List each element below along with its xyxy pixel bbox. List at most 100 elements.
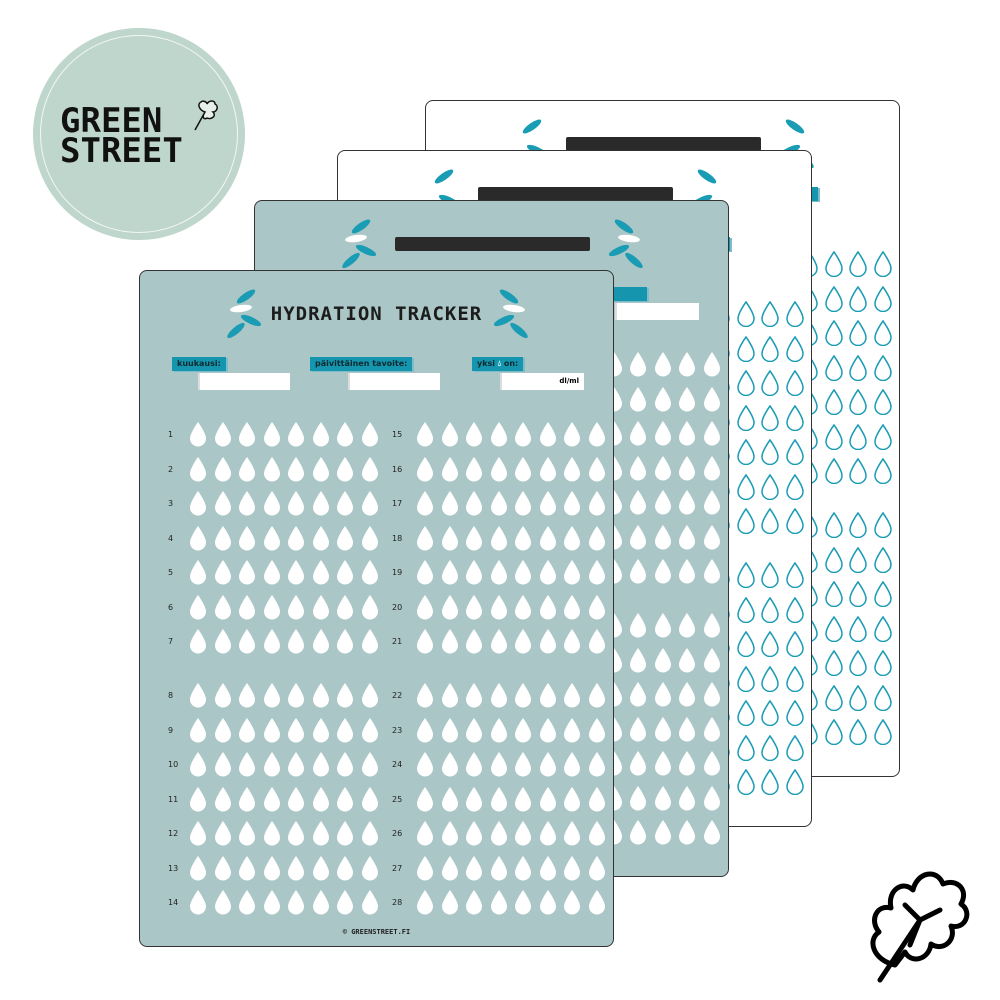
water-drop-checkbox[interactable] — [287, 786, 305, 812]
water-drop-checkbox[interactable] — [238, 889, 256, 915]
water-drop-checkbox[interactable] — [263, 490, 281, 516]
water-drop-checkbox[interactable] — [654, 524, 672, 550]
water-drop-checkbox[interactable] — [824, 458, 843, 484]
water-drop-checkbox[interactable] — [361, 525, 379, 551]
water-drop-checkbox[interactable] — [287, 421, 305, 447]
water-drop-checkbox[interactable] — [785, 439, 804, 465]
water-drop-checkbox[interactable] — [490, 682, 508, 708]
water-drop-checkbox[interactable] — [563, 559, 581, 585]
water-drop-checkbox[interactable] — [312, 855, 330, 881]
water-drop-checkbox[interactable] — [416, 786, 434, 812]
water-drop-checkbox[interactable] — [312, 490, 330, 516]
water-drop-checkbox[interactable] — [654, 420, 672, 446]
water-drop-checkbox[interactable] — [238, 628, 256, 654]
water-drop-checkbox[interactable] — [588, 594, 606, 620]
water-drop-checkbox[interactable] — [588, 421, 606, 447]
water-drop-checkbox[interactable] — [263, 889, 281, 915]
water-drop-checkbox[interactable] — [629, 785, 647, 811]
water-drop-checkbox[interactable] — [736, 508, 755, 534]
water-drop-checkbox[interactable] — [588, 855, 606, 881]
water-drop-checkbox[interactable] — [849, 650, 867, 676]
water-drop-checkbox[interactable] — [588, 456, 606, 482]
water-drop-checkbox[interactable] — [238, 594, 256, 620]
water-drop-checkbox[interactable] — [214, 490, 232, 516]
water-drop-checkbox[interactable] — [736, 439, 755, 465]
water-drop-checkbox[interactable] — [849, 581, 867, 607]
water-drop-checkbox[interactable] — [287, 717, 305, 743]
water-drop-checkbox[interactable] — [824, 354, 843, 381]
water-drop-checkbox[interactable] — [824, 615, 843, 642]
water-drop-checkbox[interactable] — [287, 490, 305, 516]
water-drop-checkbox[interactable] — [490, 490, 508, 516]
water-drop-checkbox[interactable] — [849, 285, 867, 312]
water-drop-checkbox[interactable] — [238, 751, 256, 777]
water-drop-checkbox[interactable] — [703, 612, 721, 638]
water-drop-checkbox[interactable] — [761, 631, 779, 657]
water-drop-checkbox[interactable] — [416, 820, 434, 846]
water-drop-checkbox[interactable] — [263, 628, 281, 654]
water-drop-checkbox[interactable] — [873, 320, 892, 346]
water-drop-checkbox[interactable] — [441, 490, 459, 516]
water-drop-checkbox[interactable] — [703, 819, 721, 845]
water-drop-checkbox[interactable] — [416, 421, 434, 447]
water-drop-checkbox[interactable] — [654, 681, 672, 707]
water-drop-checkbox[interactable] — [785, 301, 804, 327]
water-drop-checkbox[interactable] — [703, 785, 721, 811]
water-drop-checkbox[interactable] — [654, 558, 672, 584]
water-drop-checkbox[interactable] — [824, 684, 843, 711]
water-drop-checkbox[interactable] — [336, 751, 354, 777]
water-drop-checkbox[interactable] — [336, 594, 354, 620]
water-drop-checkbox[interactable] — [189, 525, 207, 551]
water-drop-checkbox[interactable] — [416, 628, 434, 654]
water-drop-checkbox[interactable] — [539, 855, 557, 881]
water-drop-checkbox[interactable] — [539, 628, 557, 654]
water-drop-checkbox[interactable] — [441, 594, 459, 620]
water-drop-checkbox[interactable] — [238, 456, 256, 482]
unit-input[interactable]: dl/ml — [502, 373, 584, 390]
water-drop-checkbox[interactable] — [361, 820, 379, 846]
water-drop-checkbox[interactable] — [736, 473, 755, 500]
water-drop-checkbox[interactable] — [785, 473, 804, 500]
water-drop-checkbox[interactable] — [873, 251, 892, 277]
water-drop-checkbox[interactable] — [629, 819, 647, 845]
water-drop-checkbox[interactable] — [514, 594, 532, 620]
water-drop-checkbox[interactable] — [539, 820, 557, 846]
water-drop-checkbox[interactable] — [736, 301, 755, 327]
water-drop-checkbox[interactable] — [287, 456, 305, 482]
water-drop-checkbox[interactable] — [416, 682, 434, 708]
water-drop-checkbox[interactable] — [189, 855, 207, 881]
water-drop-checkbox[interactable] — [287, 559, 305, 585]
water-drop-checkbox[interactable] — [441, 855, 459, 881]
water-drop-checkbox[interactable] — [441, 786, 459, 812]
water-drop-checkbox[interactable] — [736, 631, 755, 657]
water-drop-checkbox[interactable] — [563, 889, 581, 915]
water-drop-checkbox[interactable] — [588, 525, 606, 551]
water-drop-checkbox[interactable] — [849, 719, 867, 745]
water-drop-checkbox[interactable] — [785, 335, 804, 362]
water-drop-checkbox[interactable] — [441, 682, 459, 708]
water-drop-checkbox[interactable] — [465, 717, 483, 743]
water-drop-checkbox[interactable] — [563, 421, 581, 447]
water-drop-checkbox[interactable] — [629, 558, 647, 584]
water-drop-checkbox[interactable] — [563, 682, 581, 708]
water-drop-checkbox[interactable] — [361, 889, 379, 915]
water-drop-checkbox[interactable] — [736, 734, 755, 761]
water-drop-checkbox[interactable] — [873, 512, 892, 538]
water-drop-checkbox[interactable] — [189, 820, 207, 846]
water-drop-checkbox[interactable] — [361, 594, 379, 620]
water-drop-checkbox[interactable] — [287, 525, 305, 551]
water-drop-checkbox[interactable] — [361, 456, 379, 482]
water-drop-checkbox[interactable] — [563, 786, 581, 812]
water-drop-checkbox[interactable] — [736, 370, 755, 396]
water-drop-checkbox[interactable] — [629, 647, 647, 673]
water-drop-checkbox[interactable] — [361, 786, 379, 812]
water-drop-checkbox[interactable] — [736, 769, 755, 795]
water-drop-checkbox[interactable] — [287, 855, 305, 881]
water-drop-checkbox[interactable] — [263, 525, 281, 551]
water-drop-checkbox[interactable] — [703, 420, 721, 446]
water-drop-checkbox[interactable] — [785, 508, 804, 534]
water-drop-checkbox[interactable] — [336, 559, 354, 585]
water-drop-checkbox[interactable] — [263, 456, 281, 482]
water-drop-checkbox[interactable] — [824, 320, 843, 346]
water-drop-checkbox[interactable] — [214, 820, 232, 846]
